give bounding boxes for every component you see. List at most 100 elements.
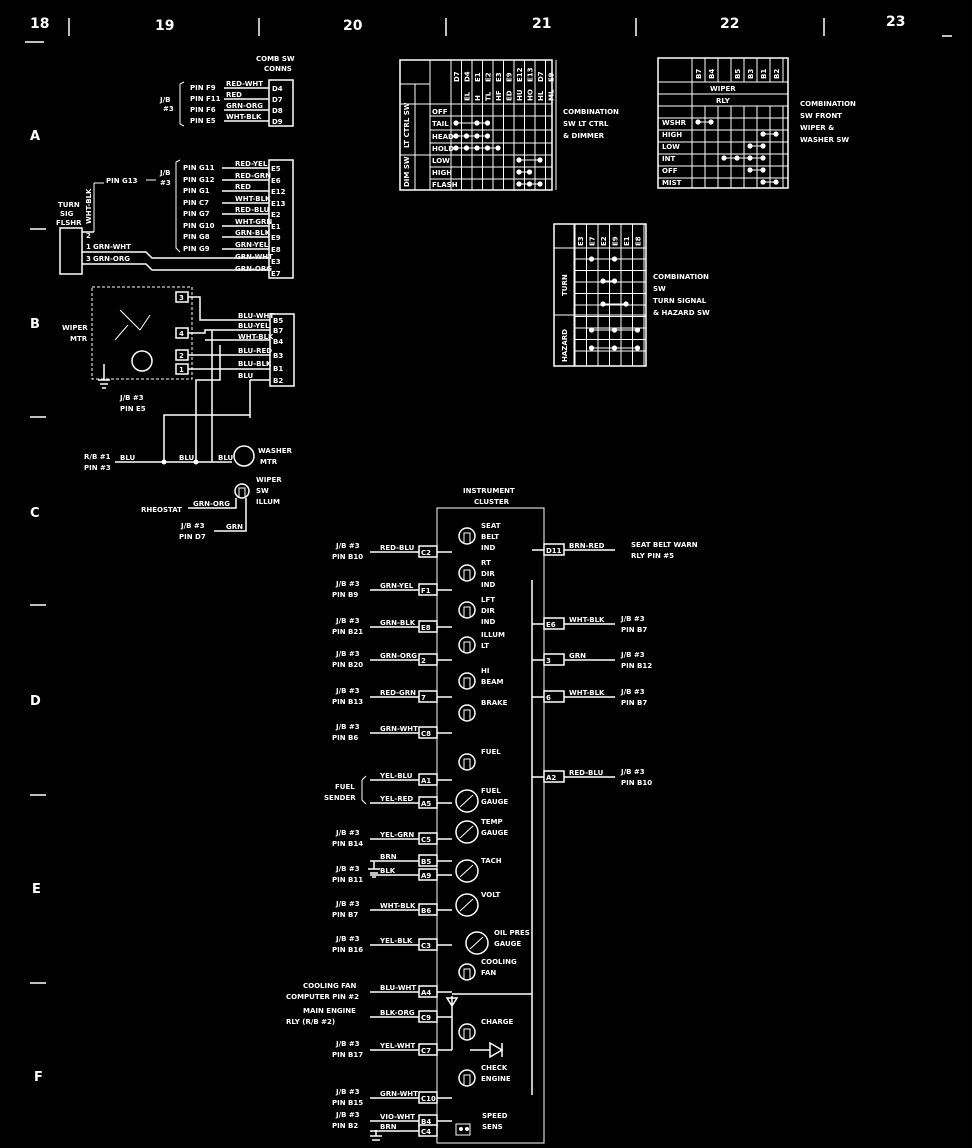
wire-source: PIN B2	[332, 1122, 358, 1130]
lamp-symbol	[458, 1069, 476, 1087]
table-column: B1	[760, 69, 768, 79]
lamp-symbol	[458, 753, 476, 771]
cluster-pin: C3	[421, 942, 431, 950]
jb-label: #3	[163, 105, 174, 113]
wiper-rly-header: RLY	[716, 97, 731, 105]
connector-pin: E6	[271, 177, 281, 185]
table-column: E12	[516, 67, 524, 82]
wire-source: J/B #3	[335, 1111, 360, 1119]
wire-destination: J/B #3	[620, 768, 645, 776]
flshr-pin: 3	[86, 255, 91, 263]
cluster-pin: C2	[421, 549, 431, 557]
table-column: E2	[600, 236, 608, 246]
cluster-pin: E8	[421, 624, 431, 632]
table-column: E1	[474, 72, 482, 82]
jb-label: J/B	[159, 169, 171, 177]
wire-color: YEL-BLK	[379, 937, 413, 945]
washer-motor: R/B #1 PIN #3 BLU BLU BLU WASHER MTR	[84, 330, 293, 472]
wht-blk-wire: WHT-BLK	[85, 188, 93, 224]
column-number: 19	[155, 18, 174, 34]
connector-pin: E13	[271, 200, 286, 208]
wire-source: J/B #3	[335, 617, 360, 625]
rb-label: R/B #1	[84, 453, 111, 461]
wire-source: J/B #3	[335, 723, 360, 731]
table-subcolumn: TL	[485, 91, 493, 101]
lamp-symbol	[458, 564, 476, 582]
washer-mtr-label: MTR	[260, 458, 278, 466]
connector-pin: B4	[273, 338, 283, 346]
connector-pin: B2	[273, 377, 283, 385]
cluster-pin: 7	[421, 694, 426, 702]
table-column: E1	[623, 236, 631, 246]
wire-color: GRN-WHT	[380, 725, 418, 733]
jb-pin-label: PIN G7	[183, 210, 210, 218]
wire-color: GRN-ORG	[235, 265, 272, 273]
wire-source: J/B #3	[335, 1040, 360, 1048]
wire-color: YEL-BLU	[379, 772, 413, 780]
wiper-motor: WIPER MTR 3 4 2 1 BLU-WHTB5BLU-YELB7WHT-…	[62, 286, 295, 418]
table-column: B4	[708, 69, 716, 79]
wire-color: RED-YEL	[235, 160, 268, 168]
wire-color: RED	[235, 183, 251, 191]
table-subcolumn: H	[474, 95, 482, 101]
wire-color: GRN-WHT	[235, 253, 273, 261]
wire-source: J/B #3	[335, 650, 360, 658]
wire-color: RED-GRN	[235, 172, 271, 180]
component-label: DIR	[481, 607, 495, 615]
table-subcolumn: HU	[516, 89, 524, 101]
wire-color: BLU-RED	[238, 347, 272, 355]
wire-destination: J/B #3	[620, 688, 645, 696]
ltctrl-title: COMBINATION	[563, 108, 619, 116]
connector-pin: E5	[271, 165, 281, 173]
component-label: RT	[481, 559, 491, 567]
jb-pin-e5: J/B #3	[119, 394, 144, 402]
wire-color: WHT-BLK	[569, 616, 605, 624]
component-label: SEAT	[481, 522, 501, 530]
table-column: E7	[589, 236, 597, 246]
washer-wire: BLU	[179, 454, 195, 462]
illum-label: ILLUM	[256, 498, 280, 506]
component-label: ENGINE	[481, 1075, 511, 1083]
table-row-label: HEAD	[432, 133, 454, 141]
component-label: VOLT	[481, 891, 501, 899]
grid-ticks	[25, 18, 952, 984]
table-row-label: OFF	[662, 167, 678, 175]
table-row-label: MIST	[662, 179, 682, 187]
table-subcolumn: ML	[548, 89, 556, 101]
gauge-symbol	[455, 859, 479, 883]
row-letter: C	[30, 506, 40, 521]
table-subcolumn: EL	[464, 91, 472, 101]
wire-color: RED-WHT	[226, 80, 263, 88]
component-label: IND	[481, 544, 495, 552]
table-row-label: LOW	[662, 143, 680, 151]
row-letter: A	[30, 129, 40, 144]
jb-pin-label: PIN C7	[183, 199, 209, 207]
ltctrl-title: & DIMMER	[563, 132, 605, 140]
cluster-pin: E6	[546, 621, 556, 629]
wire-color: RED-BLU	[235, 206, 270, 214]
table-column: E9	[548, 72, 556, 82]
jb-pin-label: PIN G9	[183, 245, 210, 253]
cluster-pin: B4	[421, 1118, 431, 1126]
fuel-sender-label: FUEL	[335, 783, 355, 791]
cluster-pin: C4	[421, 1128, 431, 1136]
table-row-label: LOW	[432, 157, 450, 165]
illum-label: SW	[256, 487, 269, 495]
component-label: FAN	[481, 969, 496, 977]
row-letter: F	[34, 1070, 43, 1085]
wire-destination: PIN B7	[621, 699, 647, 707]
wiper-rly-header: WIPER	[710, 85, 736, 93]
lamp-symbol	[458, 1023, 476, 1041]
wire-color: YEL-WHT	[379, 1042, 415, 1050]
column-number: 20	[343, 18, 363, 34]
table-column: E3	[577, 236, 585, 246]
illum-wire: GRN	[226, 523, 243, 531]
cluster-pin: 3	[546, 657, 551, 665]
washer-mtr-label: WASHER	[258, 447, 293, 455]
table-column: B5	[734, 69, 742, 79]
gauge-symbol	[455, 893, 479, 917]
wire-destination: PIN B12	[621, 662, 652, 670]
